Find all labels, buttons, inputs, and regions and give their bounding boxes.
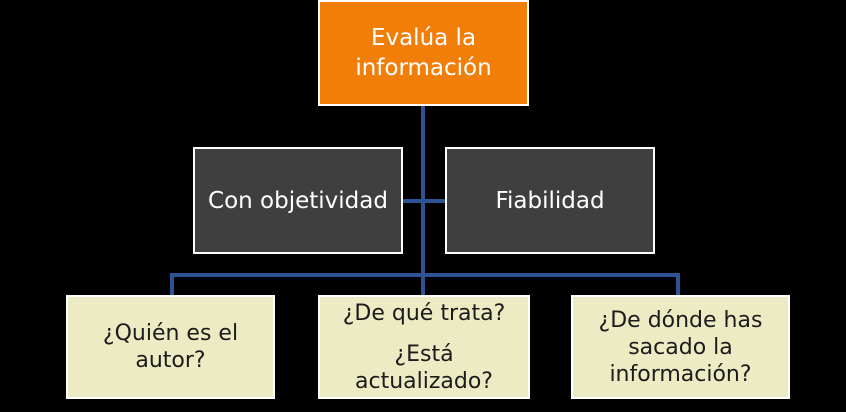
node-criterion-label: Fiabilidad	[495, 187, 605, 214]
node-question-label: ¿De qué trata?	[342, 300, 506, 326]
connector-drop-left	[170, 273, 174, 295]
node-question-label: ¿De dónde has sacado la información?	[598, 307, 763, 387]
node-evalua-la-informacion: Evalúa la información	[318, 0, 529, 106]
connector-questions-horizontal	[170, 273, 680, 277]
node-de-donde-has-sacado: ¿De dónde has sacado la información?	[571, 295, 790, 399]
node-fiabilidad: Fiabilidad	[445, 147, 655, 254]
node-root-label: Evalúa la información	[355, 25, 492, 81]
connector-drop-right	[676, 273, 680, 295]
connector-criteria-horizontal	[403, 199, 445, 203]
node-question-label: ¿Quién es el autor?	[102, 321, 239, 373]
node-de-que-trata: ¿De qué trata? ¿Está actualizado?	[318, 295, 530, 399]
node-question-label-2: ¿Está actualizado?	[355, 341, 493, 394]
node-criterion-label: Con objetividad	[208, 187, 388, 214]
node-con-objetividad: Con objetividad	[193, 147, 403, 254]
node-quien-es-el-autor: ¿Quién es el autor?	[66, 295, 275, 399]
